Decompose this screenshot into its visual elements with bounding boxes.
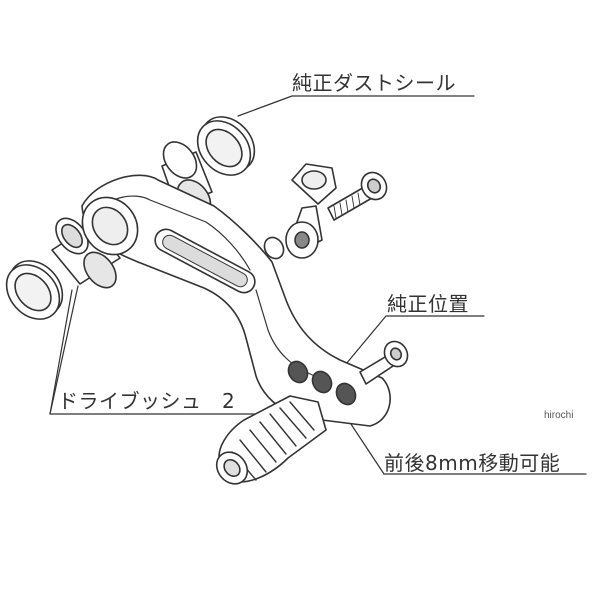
leader-lines [49,95,587,475]
leader-adjustable [342,411,587,475]
dust-seal-ring [196,116,256,176]
hole-1 [287,360,309,384]
leader-dust-seal [237,95,475,117]
leader-drive-bush-2 [49,289,73,415]
watermark-text: hirochi [544,410,574,421]
shift-peg [215,395,327,485]
lower-seal-ring [5,260,64,320]
rod-bolt [327,171,388,221]
adjustable-range-label: 前後8mm移動可能 [384,451,561,475]
hole-3 [335,382,357,406]
pedal-bolt [359,340,409,385]
rod-end [263,163,337,260]
shift-lever-arm [81,174,391,427]
leader-stock-position [335,315,485,377]
adjustment-holes [287,360,357,406]
hole-2 [311,370,333,394]
small-washer [263,236,285,260]
stock-position-label: 純正位置 [387,292,469,316]
drive-bush-label: ドライブッシュ 2 [58,389,236,413]
dust-seal-label: 純正ダストシール [292,71,456,95]
